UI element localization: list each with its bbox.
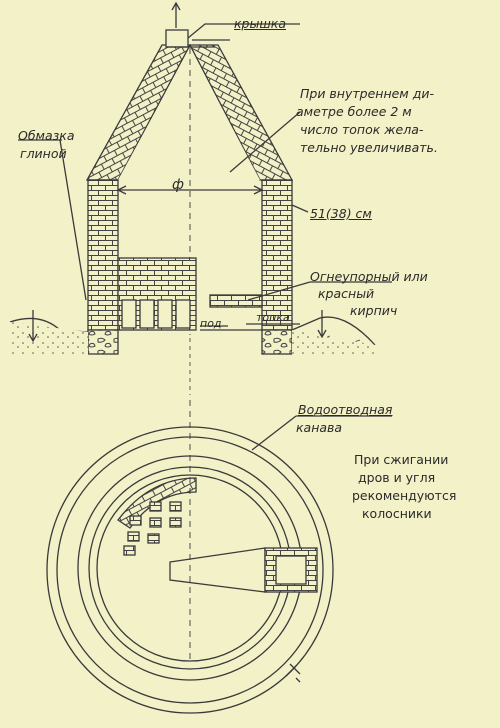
leader-brick [247,281,311,301]
leader-clay [59,139,87,301]
label-diameter: ф [172,177,184,193]
label-note-4: тельно увеличивать. [300,140,438,155]
leader-ditch [251,415,297,451]
label-floor: под [200,317,222,330]
label-grate-4: колосники [362,506,432,521]
label-note-3: число топок жела- [300,122,424,137]
label-clay-2: глиной [20,146,67,161]
foundation-left [87,329,119,355]
label-ditch-2: канава [296,420,343,435]
lid-block [165,29,189,48]
wall-right [261,179,293,331]
label-brick-3: кирпич [350,303,398,318]
label-grate-2: дров и угля [358,470,436,485]
label-clay-1: Обмазка [18,128,75,143]
plan-firebox [169,547,266,593]
label-lid: крышка [234,16,287,31]
elevation-view [9,1,392,395]
label-brick-2: красный [318,286,375,301]
label-note-1: При внутреннем ди- [300,86,434,101]
leader-lid [187,23,300,39]
leader-wall [291,204,309,213]
leader-note [229,111,301,173]
label-wall-thickness: 51(38) см [310,206,372,221]
label-grate-1: При сжигании [354,452,449,467]
firebox-ledge [209,294,263,308]
wall-left [87,179,119,331]
label-brick-1: Огнеупорный или [310,269,428,284]
plan-view [46,400,392,714]
label-note-2: аметре более 2 м [296,104,412,119]
label-ditch-1: Водоотводная [298,402,393,417]
foundation-right [261,329,293,355]
label-grate-3: рекомендуются [352,488,457,503]
plan-blocks [123,501,182,556]
label-firebox: топка [256,311,290,324]
